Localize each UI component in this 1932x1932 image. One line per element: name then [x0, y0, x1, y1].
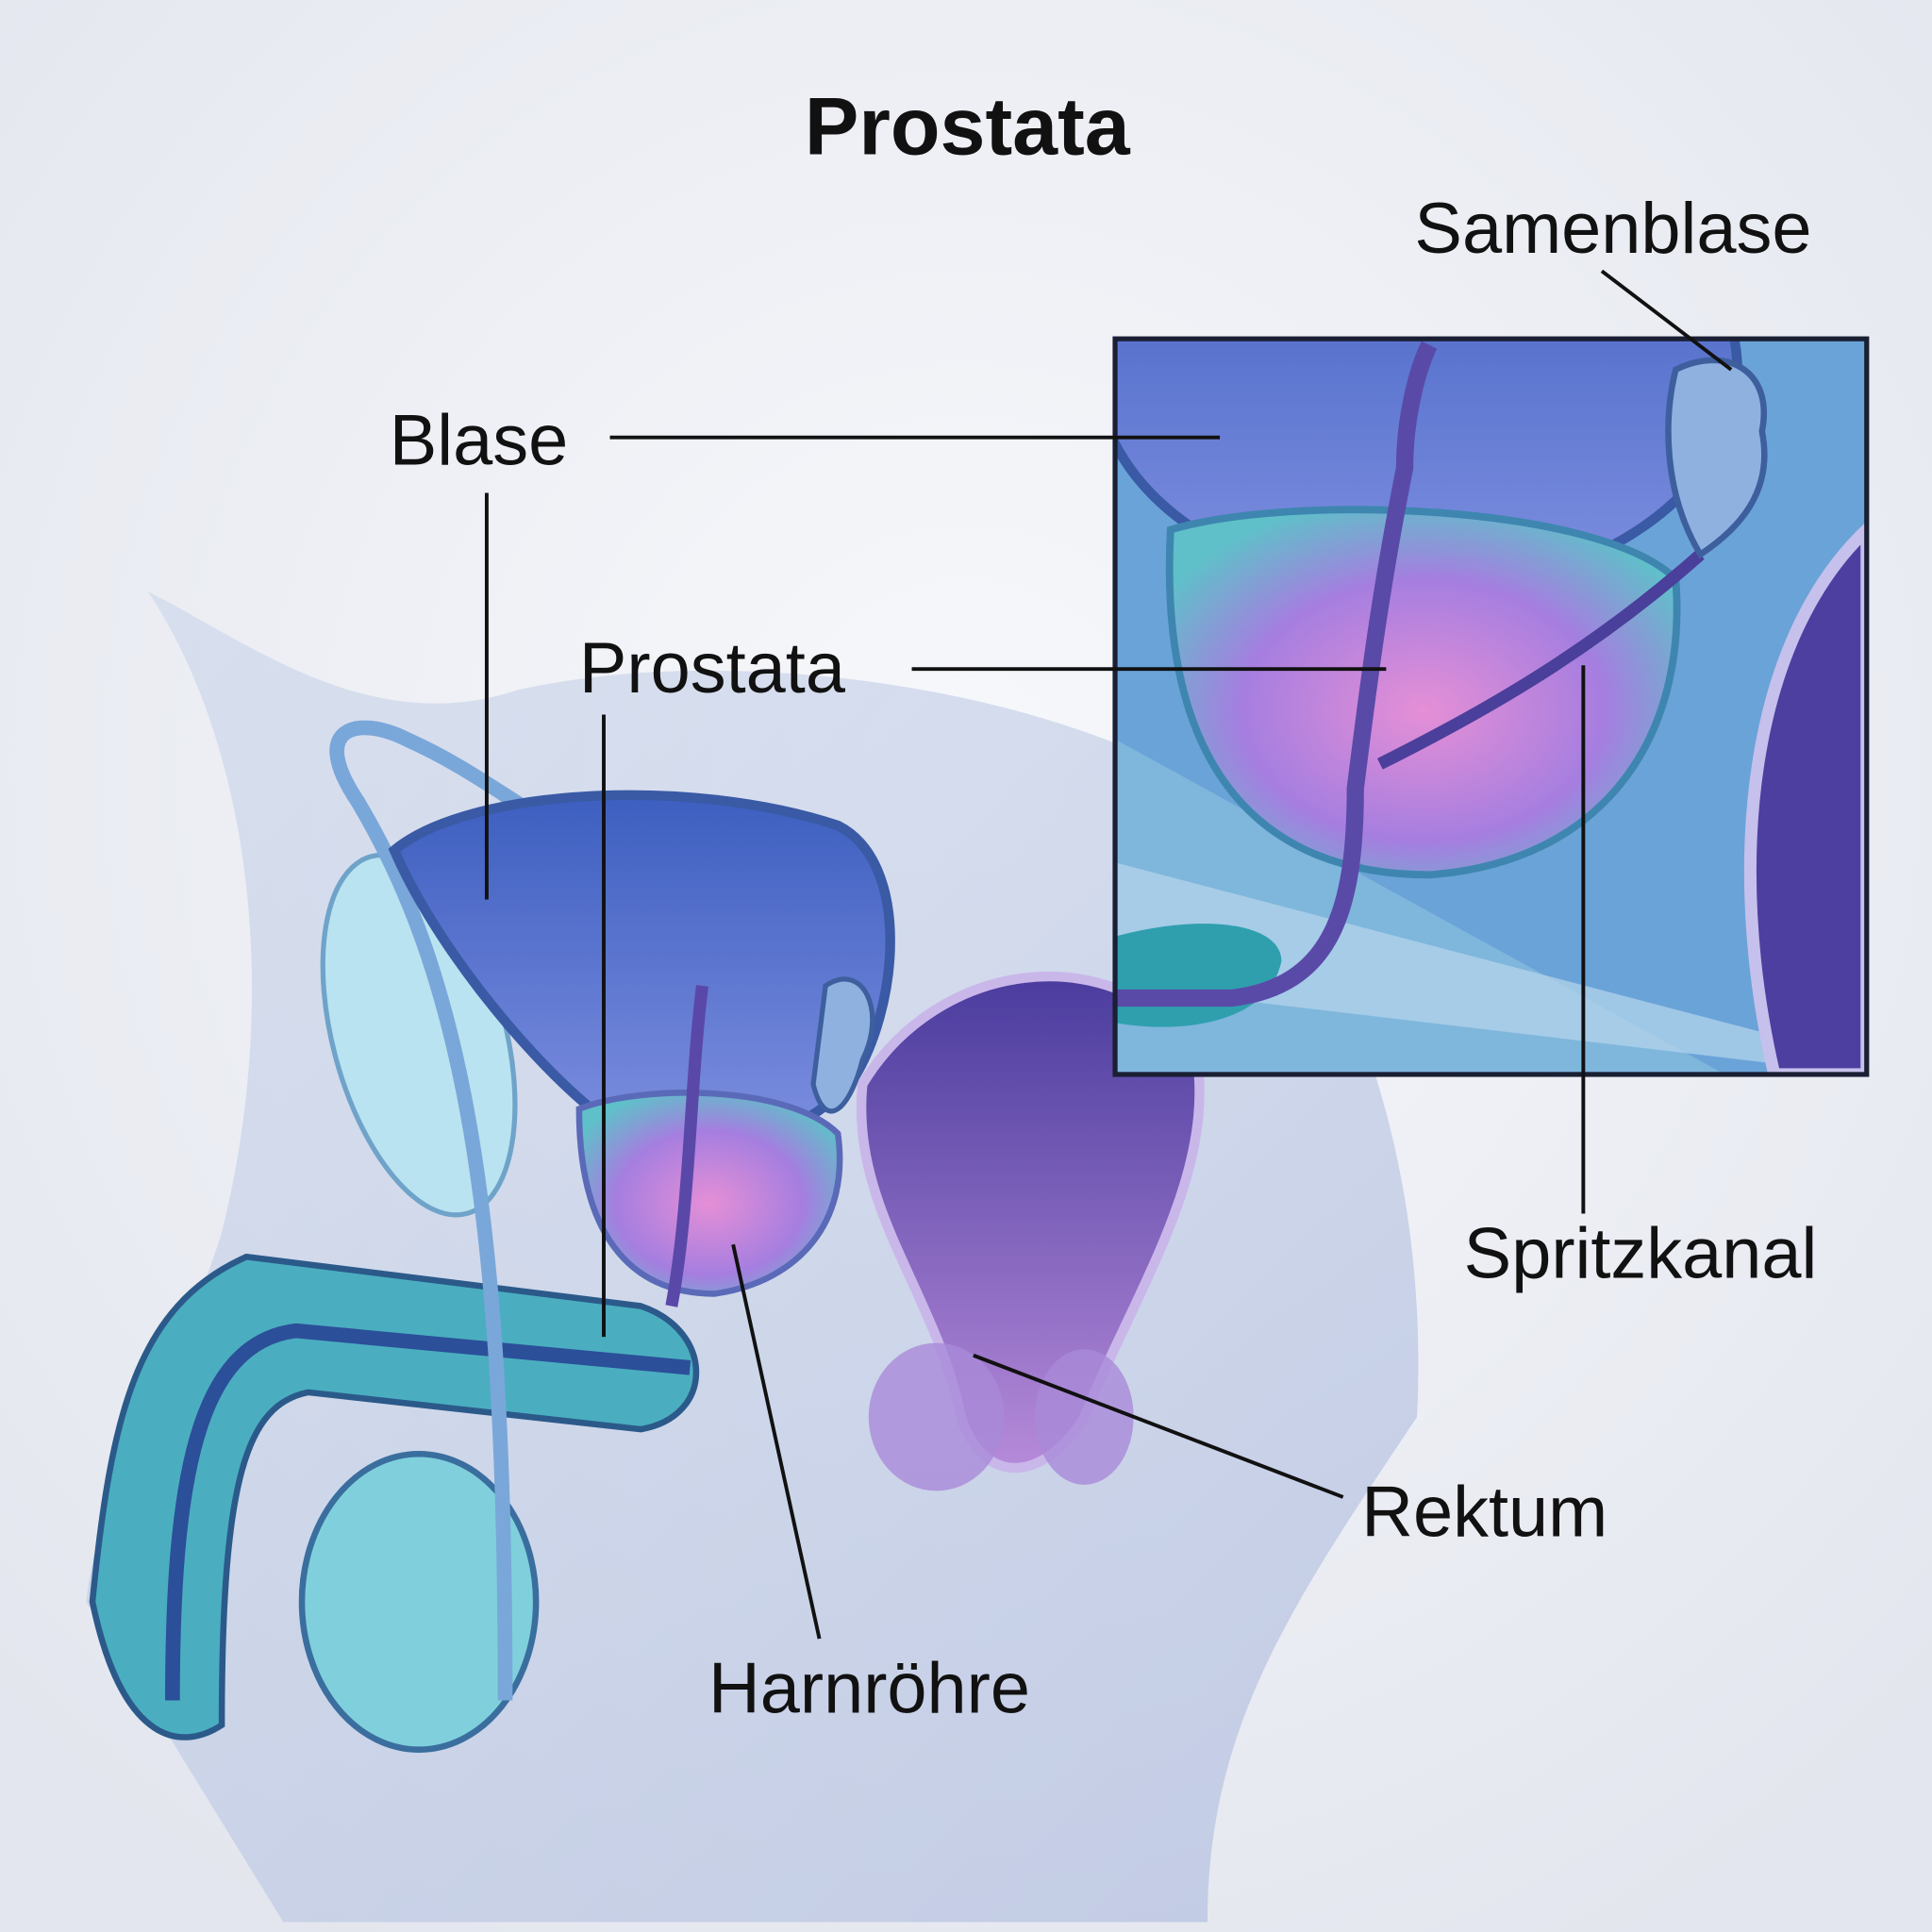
inset-ejaculatory-duct [1376, 549, 1705, 770]
pelvis-cross-section [86, 591, 1419, 1923]
inset-frame [1112, 336, 1870, 1077]
anal-sphincter [868, 1342, 1005, 1491]
inset-seminal-vesicle [1665, 357, 1768, 559]
leader-lines [484, 269, 1733, 1640]
diagram-title: Prostata [805, 81, 1131, 172]
label-prostata: Prostata [579, 628, 846, 708]
label-rektum: Rektum [1361, 1473, 1607, 1553]
label-samenblase: Samenblase [1414, 189, 1811, 269]
anal-sphincter-2 [1035, 1349, 1134, 1485]
label-spritzkanal: Spritzkanal [1464, 1213, 1818, 1293]
seminal-vesicle [810, 976, 875, 1114]
prostatic-urethra [665, 985, 708, 1307]
inset-rectum [1743, 521, 1867, 1074]
inset-detail [1112, 336, 1870, 1077]
inset-prostate [1165, 506, 1681, 879]
leader-rektum [973, 1353, 1344, 1499]
penis [89, 1253, 700, 1740]
label-blase: Blase [390, 400, 569, 480]
leader-samenblase [1600, 269, 1733, 372]
prostate [575, 1090, 843, 1297]
urethra [165, 1323, 691, 1701]
inset-urethra [1115, 341, 1438, 1008]
label-harnroehre: Harnröhre [708, 1649, 1030, 1729]
leader-harnroehre [731, 1243, 822, 1640]
testis [298, 1450, 540, 1753]
